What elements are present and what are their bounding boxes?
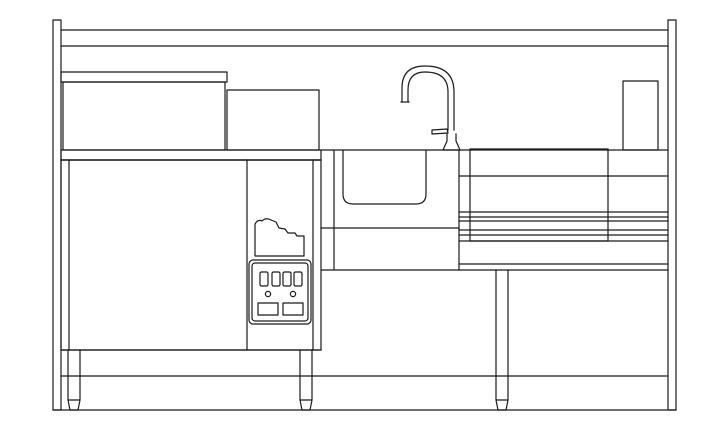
leg-center — [300, 350, 312, 410]
jagged-bin — [255, 219, 304, 256]
counter-rim — [321, 150, 668, 270]
digit-display — [294, 272, 302, 286]
left-frame-post — [53, 20, 61, 410]
gooseneck-faucet — [401, 66, 460, 150]
cabinet-unit — [61, 150, 321, 350]
digit-display — [272, 272, 280, 286]
appliance-body — [63, 82, 225, 150]
faucet-base — [443, 134, 460, 150]
indicator-light — [265, 291, 270, 296]
leg-right — [496, 270, 508, 410]
tray-body — [470, 149, 608, 241]
countertop-appliance — [61, 72, 227, 150]
top-shelf — [61, 30, 668, 46]
control-module-inner — [252, 263, 308, 321]
faucet-spout — [402, 66, 454, 130]
push-button — [258, 303, 278, 315]
right-frame-post — [668, 20, 676, 410]
digit-display — [260, 272, 268, 286]
indicator-light — [290, 291, 295, 296]
leg-left — [68, 350, 80, 410]
control-module — [249, 260, 311, 324]
control-module-outer — [249, 260, 311, 324]
drainboard-tray — [459, 149, 668, 241]
push-button — [283, 303, 303, 315]
cabinet-top — [61, 150, 321, 160]
side-box — [227, 90, 319, 150]
faucet-handle — [432, 129, 448, 134]
digit-display — [283, 272, 291, 286]
frame — [53, 20, 676, 410]
appliance-lid — [61, 72, 227, 82]
legs — [68, 270, 508, 410]
tall-canister — [623, 81, 658, 150]
sink-bowl — [343, 150, 426, 204]
